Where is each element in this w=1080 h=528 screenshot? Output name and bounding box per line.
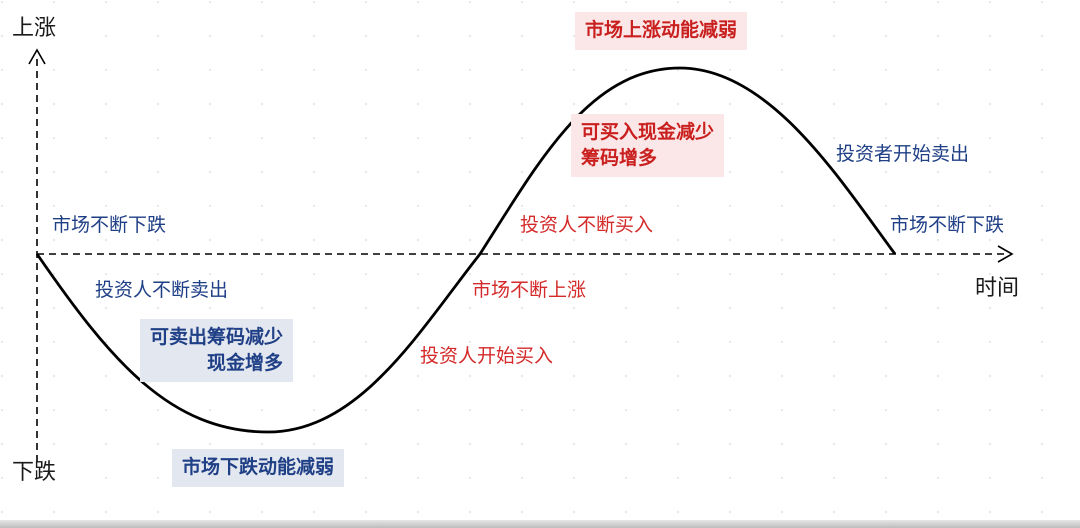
- box-cash-decreasing-line1: 可买入现金减少: [581, 121, 715, 143]
- box-fall-momentum-weakening: 市场下跌动能减弱: [172, 449, 345, 487]
- annotation-market-rising: 市场不断上涨: [472, 279, 587, 301]
- box-rise-momentum-weakening: 市场上涨动能减弱: [575, 12, 748, 50]
- annotation-investors-start-selling: 投资者开始卖出: [836, 143, 970, 165]
- y-axis-arrow-icon: [28, 48, 46, 65]
- annotation-investors-start-buying: 投资人开始买入: [420, 345, 554, 367]
- box-chips-decreasing-line1: 可卖出筹码减少: [150, 326, 284, 348]
- market-cycle-curve: [35, 66, 897, 434]
- annotation-market-falling-left: 市场不断下跌: [52, 214, 167, 236]
- x-axis-arrow-icon: [997, 245, 1014, 263]
- y-axis-top-label: 上涨: [12, 16, 57, 41]
- box-cash-decreasing: 可买入现金减少 筹码增多: [571, 114, 725, 178]
- bottom-divider: [0, 520, 1080, 528]
- box-cash-decreasing-line2: 筹码增多: [581, 146, 658, 169]
- y-axis-bottom-label: 下跌: [12, 460, 57, 485]
- annotation-investors-selling: 投资人不断卖出: [95, 279, 229, 301]
- x-axis-label: 时间: [975, 276, 1020, 301]
- box-chips-decreasing-line2: 现金增多: [207, 351, 284, 374]
- box-chips-decreasing: 可卖出筹码减少 现金增多: [140, 319, 294, 383]
- annotation-market-falling-right: 市场不断下跌: [890, 214, 1005, 236]
- annotation-investors-buying: 投资人不断买入: [520, 214, 654, 236]
